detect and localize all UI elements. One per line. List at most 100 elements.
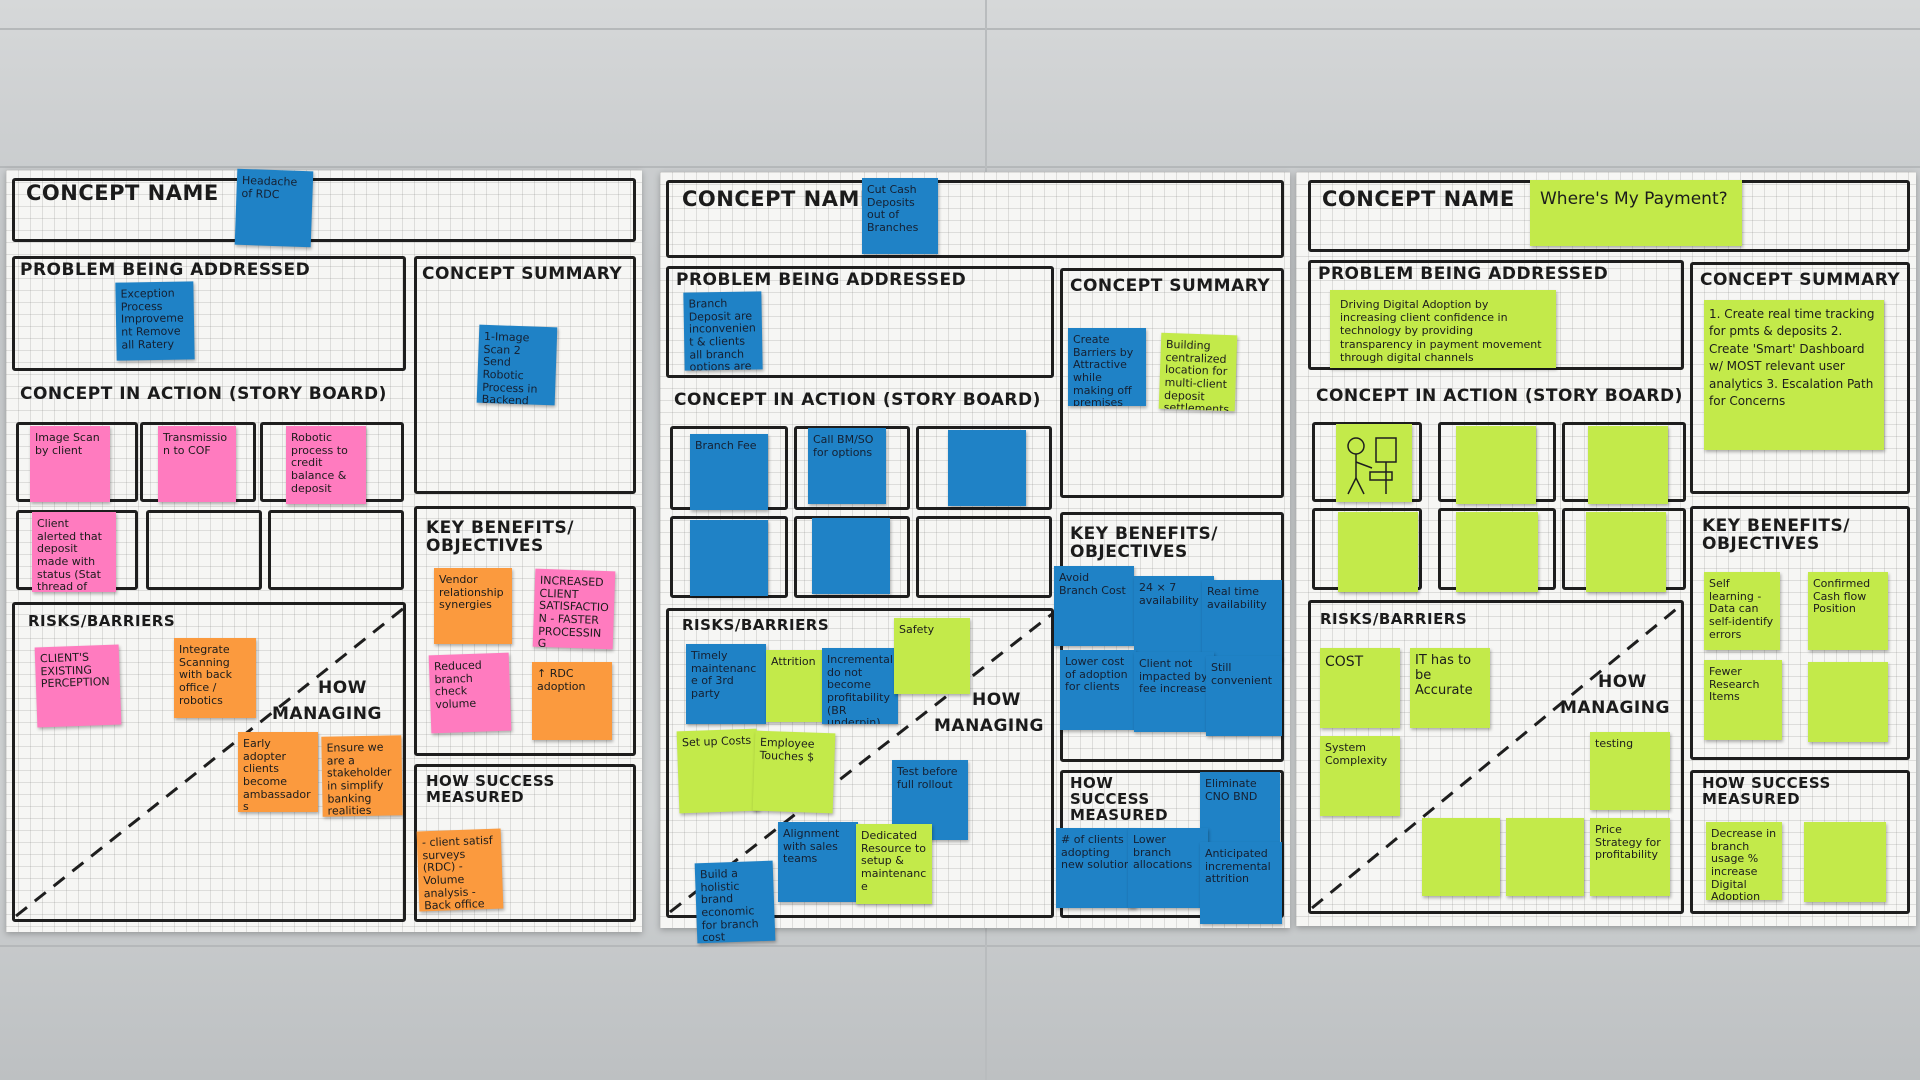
sticky-note: Building centralized location for multi-… xyxy=(1158,332,1238,412)
concept-name-heading: CONCEPT NAME xyxy=(1322,187,1515,211)
summary-heading: CONCEPT SUMMARY xyxy=(422,264,623,284)
sticky-note: Headache of RDC xyxy=(234,168,314,248)
sticky-note: Lower branch allocations xyxy=(1128,828,1208,908)
sticky-note xyxy=(1456,426,1536,504)
benefits-box xyxy=(1690,506,1910,760)
problem-box xyxy=(1308,260,1684,370)
sticky-note: Early adopter clients become ambassadors xyxy=(238,732,318,812)
sticky-note: Where's My Payment? xyxy=(1530,180,1742,246)
sticky-note: System Complexity xyxy=(1320,736,1400,816)
sticky-note: Client not impacted by fee increase xyxy=(1134,652,1214,732)
sticky-note: Set up Costs xyxy=(676,728,760,814)
how-heading: HOW xyxy=(318,678,367,698)
sticky-note: Test before full rollout xyxy=(892,760,968,840)
managing-heading: MANAGING xyxy=(1560,698,1670,718)
how-heading: HOW xyxy=(972,690,1021,710)
sticky-note: Safety xyxy=(894,618,970,694)
sticky-note: Lower cost of adoption for clients xyxy=(1060,650,1136,730)
sticky-note: Alignment with sales teams xyxy=(778,822,858,902)
sticky-note: ↑ RDC adoption xyxy=(532,662,612,740)
sticky-note: Client alerted that deposit made with st… xyxy=(32,512,116,592)
sticky-note xyxy=(948,430,1026,506)
poster-board-3: CONCEPT NAME PROBLEM BEING ADDRESSED CON… xyxy=(1296,172,1916,926)
sticky-note xyxy=(1336,424,1412,502)
sticky-note: CLIENT'S EXISTING PERCEPTION xyxy=(34,644,122,728)
sticky-note: Transmission to COF xyxy=(158,426,236,502)
sticky-note xyxy=(1586,512,1666,592)
sticky-note: Build a holistic brand economic for bran… xyxy=(694,860,776,944)
sticky-note xyxy=(1808,662,1888,742)
managing-heading: MANAGING xyxy=(934,716,1044,736)
sticky-note: # of clients adopting new solution xyxy=(1056,828,1136,908)
concept-name-box xyxy=(666,180,1284,258)
problem-box xyxy=(666,266,1054,378)
success-heading: HOW SUCCESS MEASURED xyxy=(426,772,555,806)
sticky-note: 1-Image Scan 2 Send Robotic Process in B… xyxy=(476,324,558,406)
sticky-note: Ensure we are a stakeholder in simplify … xyxy=(321,735,403,817)
success-box xyxy=(414,764,636,922)
risks-heading: RISKS/BARRIERS xyxy=(1320,610,1468,628)
sticky-note: Incremental do not become profitability … xyxy=(822,648,898,724)
story-frame-6 xyxy=(916,516,1052,598)
sticky-note: Create Barriers by Attractive while maki… xyxy=(1068,328,1146,406)
summary-box xyxy=(414,256,636,494)
benefits-heading: KEY BENEFITS/ OBJECTIVES xyxy=(1702,516,1850,554)
problem-heading: PROBLEM BEING ADDRESSED xyxy=(20,260,311,280)
summary-heading: CONCEPT SUMMARY xyxy=(1070,276,1271,296)
story-heading: CONCEPT IN ACTION (STORY BOARD) xyxy=(1316,386,1683,406)
story-frame-5 xyxy=(146,510,262,590)
concept-name-box xyxy=(12,178,636,242)
sticky-note xyxy=(1506,818,1584,896)
sticky-note: Exception Process Improvement Remove all… xyxy=(115,281,195,361)
risks-heading: RISKS/BARRIERS xyxy=(682,616,830,634)
sticky-note: Driving Digital Adoption by increasing c… xyxy=(1330,290,1556,368)
sticky-note: Dedicated Resource to setup & maintenanc… xyxy=(856,824,932,904)
concept-name-heading: CONCEPT NAME xyxy=(682,187,875,211)
risks-box xyxy=(1308,600,1684,914)
sticky-note: Real time availability xyxy=(1202,580,1282,660)
sticky-note: Integrate Scanning with back office / ro… xyxy=(174,638,256,718)
sticky-note: Price Strategy for profitability xyxy=(1590,818,1670,896)
sticky-note xyxy=(1804,822,1886,902)
sticky-note: Employee Touches $ xyxy=(752,730,836,814)
risks-heading: RISKS/BARRIERS xyxy=(28,612,176,630)
summary-box xyxy=(1690,262,1910,494)
summary-box xyxy=(1060,268,1284,498)
poster-board-1: CONCEPT NAME PROBLEM BEING ADDRESSED CON… xyxy=(6,168,642,932)
problem-box xyxy=(12,256,406,371)
sticky-note: Avoid Branch Cost xyxy=(1054,566,1134,646)
sticky-note xyxy=(1338,512,1418,592)
sticky-note: Robotic process to credit balance & depo… xyxy=(286,426,366,504)
summary-heading: CONCEPT SUMMARY xyxy=(1700,270,1901,290)
sticky-note xyxy=(812,518,890,594)
sticky-note: Self learning - Data can self-identify e… xyxy=(1704,572,1780,650)
sticky-note: Reduced branch check volume xyxy=(428,652,512,734)
story-heading: CONCEPT IN ACTION (STORY BOARD) xyxy=(674,390,1041,410)
problem-heading: PROBLEM BEING ADDRESSED xyxy=(1318,264,1609,284)
sticky-note: Image Scan by client xyxy=(30,426,110,502)
sticky-note xyxy=(1588,426,1668,504)
sticky-note: Still convenient xyxy=(1206,656,1282,736)
sticky-note: IT has to be Accurate xyxy=(1410,648,1490,728)
benefits-heading: KEY BENEFITS/ OBJECTIVES xyxy=(1070,524,1218,562)
sticky-note: 24 × 7 availability xyxy=(1134,576,1214,652)
story-frame-4 xyxy=(670,516,788,598)
sticky-note: Timely maintenance of 3rd party xyxy=(686,644,766,724)
success-heading: HOW SUCCESS MEASURED xyxy=(1070,774,1169,824)
story-frame-5 xyxy=(794,516,910,598)
sticky-note: Call BM/SO for options xyxy=(808,428,886,504)
sticky-note: Anticipated incremental attrition xyxy=(1200,842,1282,924)
how-heading: HOW xyxy=(1598,672,1647,692)
sticky-note: Branch Deposit are inconvenient & client… xyxy=(683,291,763,371)
sticky-note: 1. Create real time tracking for pmts & … xyxy=(1704,300,1884,450)
sticky-note xyxy=(1456,512,1538,592)
benefits-heading: KEY BENEFITS/ OBJECTIVES xyxy=(426,518,574,556)
sticky-note: Branch Fee xyxy=(690,434,768,510)
managing-heading: MANAGING xyxy=(272,704,382,724)
success-heading: HOW SUCCESS MEASURED xyxy=(1702,774,1831,808)
sticky-note: COST xyxy=(1320,648,1400,728)
sticky-note: testing xyxy=(1590,732,1670,810)
sticky-note: Decrease in branch usage % increase Digi… xyxy=(1706,822,1782,900)
story-frame-3 xyxy=(916,426,1052,510)
sticky-note xyxy=(690,520,768,596)
